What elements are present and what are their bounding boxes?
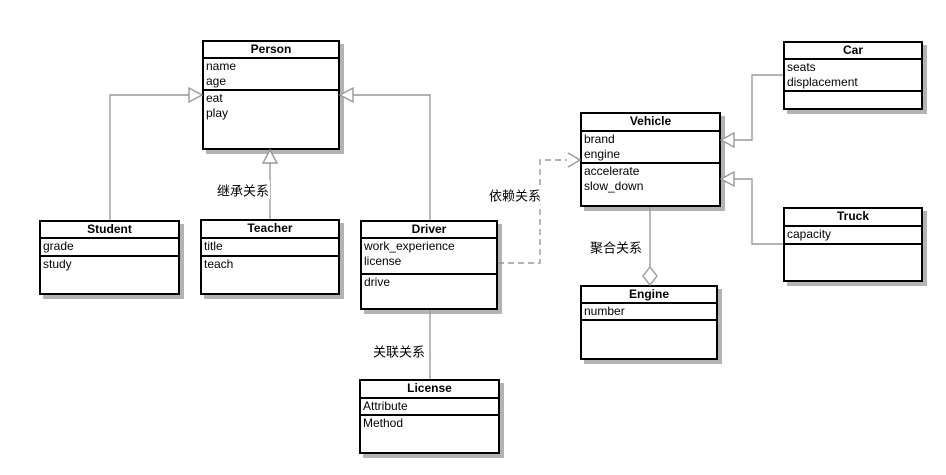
attribute: number bbox=[584, 304, 625, 318]
class-person-attributes: name age bbox=[204, 59, 338, 91]
method: study bbox=[43, 257, 72, 271]
method: drive bbox=[364, 275, 391, 289]
class-engine[interactable]: Engine number bbox=[580, 285, 718, 360]
class-student[interactable]: Student grade study bbox=[39, 220, 180, 295]
attribute: work_experience bbox=[364, 239, 455, 253]
method: slow_down bbox=[584, 179, 644, 193]
attribute: brand bbox=[584, 132, 615, 146]
inheritance-arrow-icon bbox=[338, 86, 354, 104]
class-teacher-title: Teacher bbox=[202, 221, 338, 239]
attribute: license bbox=[364, 254, 402, 268]
class-vehicle[interactable]: Vehicle brand engine accelerate slow_dow… bbox=[580, 112, 721, 207]
class-teacher[interactable]: Teacher title teach bbox=[200, 219, 340, 295]
class-car-title: Car bbox=[785, 43, 921, 60]
inheritance-relation-label: 继承关系 bbox=[215, 180, 271, 200]
class-student-methods: study bbox=[41, 257, 178, 272]
attribute: capacity bbox=[787, 227, 832, 241]
class-truck[interactable]: Truck capacity bbox=[783, 207, 923, 282]
class-student-attributes: grade bbox=[41, 239, 178, 257]
attribute: title bbox=[204, 239, 223, 253]
class-person[interactable]: Person name age eat play bbox=[202, 40, 340, 150]
method: Method bbox=[363, 416, 404, 430]
method: teach bbox=[204, 257, 234, 271]
class-truck-attributes: capacity bbox=[785, 227, 921, 245]
class-license-attributes: Attribute bbox=[361, 399, 498, 416]
attribute: grade bbox=[43, 239, 74, 253]
inheritance-arrow-icon bbox=[719, 131, 735, 149]
attribute: seats bbox=[787, 60, 816, 74]
class-driver[interactable]: Driver work_experience license drive bbox=[360, 220, 498, 310]
class-person-title: Person bbox=[204, 42, 338, 59]
aggregation-diamond-icon bbox=[642, 265, 658, 287]
inheritance-arrow-icon bbox=[261, 148, 279, 164]
class-student-title: Student bbox=[41, 222, 178, 239]
attribute: age bbox=[206, 74, 227, 88]
edge-student-person[interactable] bbox=[109, 94, 189, 220]
attribute: name bbox=[206, 59, 237, 73]
class-vehicle-attributes: brand engine bbox=[582, 132, 719, 164]
edge-driver-person[interactable] bbox=[353, 94, 431, 220]
attribute: engine bbox=[584, 147, 621, 161]
class-person-methods: eat play bbox=[204, 91, 338, 121]
class-teacher-attributes: title bbox=[202, 239, 338, 257]
class-license[interactable]: License Attribute Method bbox=[359, 379, 500, 454]
association-relation-label: 关联关系 bbox=[371, 341, 427, 361]
class-vehicle-methods: accelerate slow_down bbox=[582, 164, 719, 194]
dependency-relation-label: 依赖关系 bbox=[487, 185, 543, 205]
class-license-methods: Method bbox=[361, 416, 498, 431]
class-driver-title: Driver bbox=[362, 222, 496, 239]
class-driver-attributes: work_experience license bbox=[362, 239, 496, 275]
class-engine-attributes: number bbox=[582, 304, 716, 321]
edge-truck-vehicle[interactable] bbox=[734, 178, 783, 245]
attribute: displacement bbox=[787, 75, 858, 89]
aggregation-relation-label: 聚合关系 bbox=[588, 237, 644, 257]
class-engine-title: Engine bbox=[582, 287, 716, 304]
class-license-title: License bbox=[361, 381, 498, 399]
method: eat bbox=[206, 91, 223, 105]
inheritance-arrow-icon bbox=[719, 170, 735, 188]
class-driver-methods: drive bbox=[362, 275, 496, 290]
class-car-attributes: seats displacement bbox=[785, 60, 921, 92]
class-car[interactable]: Car seats displacement bbox=[783, 41, 923, 110]
method: play bbox=[206, 106, 229, 120]
method: accelerate bbox=[584, 164, 640, 178]
attribute: Attribute bbox=[363, 399, 408, 413]
edge-driver-vehicle[interactable] bbox=[498, 159, 567, 264]
class-truck-title: Truck bbox=[785, 209, 921, 227]
dependency-arrow-icon bbox=[567, 152, 582, 168]
inheritance-arrow-icon bbox=[188, 86, 204, 104]
edge-car-vehicle[interactable] bbox=[734, 74, 783, 141]
class-vehicle-title: Vehicle bbox=[582, 114, 719, 132]
class-teacher-methods: teach bbox=[202, 257, 338, 272]
